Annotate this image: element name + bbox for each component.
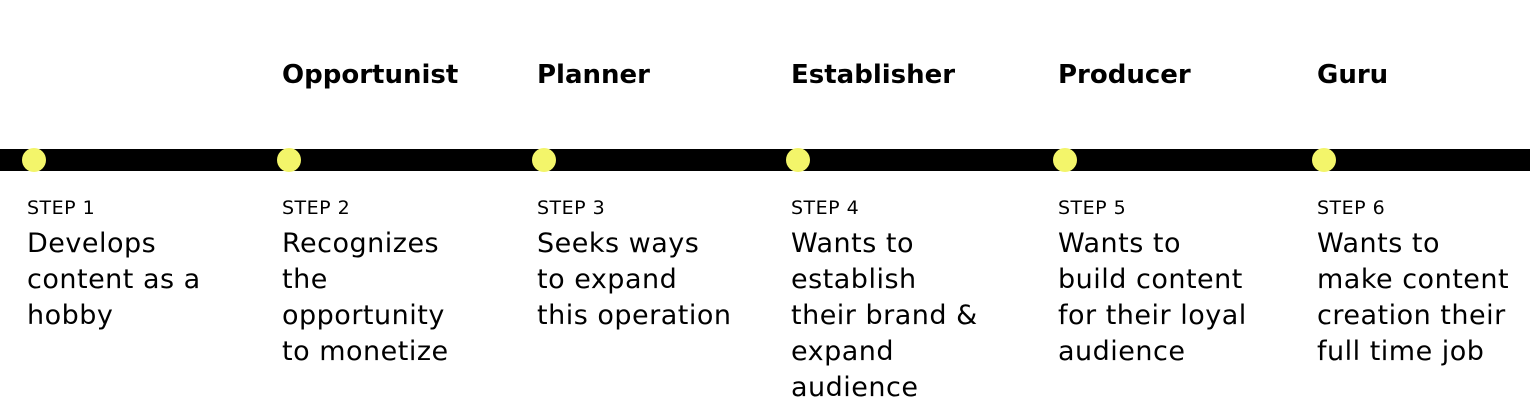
step-label: STEP 3 (537, 197, 606, 219)
timeline-dot (1312, 148, 1336, 172)
step-description: Develops content as a hobby (27, 228, 201, 331)
step-5: Producer STEP 5 Wants to build content f… (1053, 0, 1303, 400)
timeline-dot (1053, 148, 1077, 172)
step-label: STEP 4 (791, 197, 860, 219)
step-description: Wants to build content for their loyal a… (1058, 228, 1247, 367)
step-description: Recognizes the opportunity to monetize (282, 228, 449, 367)
step-title: Opportunist (282, 60, 459, 90)
step-1: STEP 1 Develops content as a hobby (22, 0, 257, 400)
step-description: Wants to establish their brand & expand … (791, 228, 978, 400)
step-6: Guru STEP 6 Wants to make content creati… (1312, 0, 1527, 400)
timeline-dot (277, 148, 301, 172)
step-description: Wants to make content creation their ful… (1317, 228, 1510, 367)
timeline-dot (22, 148, 46, 172)
step-label: STEP 6 (1317, 197, 1386, 219)
timeline-bar (0, 149, 1530, 171)
timeline-dot (786, 148, 810, 172)
step-label: STEP 5 (1058, 197, 1127, 219)
timeline-dot (532, 148, 556, 172)
step-label: STEP 1 (27, 197, 96, 219)
step-3: Planner STEP 3 Seeks ways to expand this… (532, 0, 767, 400)
step-title: Planner (537, 60, 650, 90)
step-4: Establisher STEP 4 Wants to establish th… (786, 0, 1041, 400)
step-title: Producer (1058, 60, 1191, 90)
step-description: Seeks ways to expand this operation (537, 228, 732, 331)
step-title: Establisher (791, 60, 956, 90)
step-label: STEP 2 (282, 197, 351, 219)
step-title: Guru (1317, 60, 1389, 90)
step-2: Opportunist STEP 2 Recognizes the opport… (277, 0, 512, 400)
